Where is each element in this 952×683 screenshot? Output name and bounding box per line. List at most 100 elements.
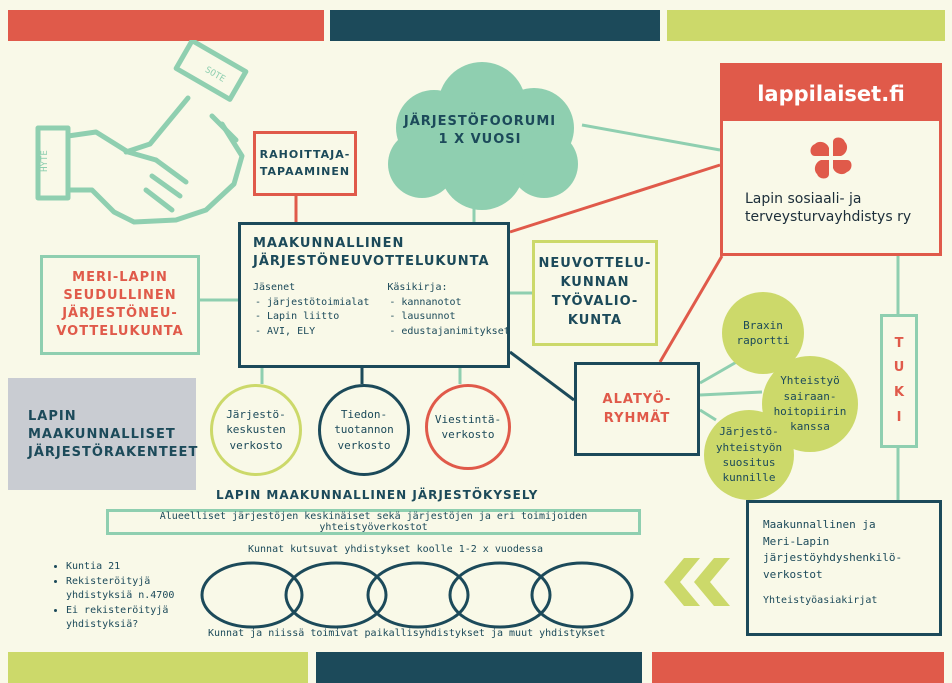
cloud-shape: JÄRJESTÖFOORUMI 1 X VUOSI bbox=[374, 56, 586, 212]
chain-ellipse bbox=[284, 561, 388, 629]
circle-keskusten-verkosto: Järjestö- keskusten verkosto bbox=[210, 384, 302, 476]
handbook-item: edustajanimitykset bbox=[389, 325, 509, 340]
tyovaliokunta-line: KUNTA bbox=[567, 312, 623, 328]
handbook-item: lausunnot bbox=[389, 310, 509, 325]
top-band-lime bbox=[667, 10, 945, 41]
members-column: Jäsenet järjestötoimialat Lapin liitto A… bbox=[253, 281, 369, 339]
tyovaliokunta-line: TYÖVALIO- bbox=[551, 294, 639, 309]
cloud-icon bbox=[388, 62, 578, 210]
chain-ellipse bbox=[366, 561, 470, 629]
handbook-item: kannanotot bbox=[389, 296, 509, 311]
main-title: MAAKUNNALLINEN JÄRJESTÖNEUVOTTELUKUNTA bbox=[253, 235, 495, 271]
circle-line: Järjestö- bbox=[719, 425, 779, 439]
handbook-list: kannanotot lausunnot edustajanimitykset bbox=[387, 296, 509, 340]
four-hearts-icon bbox=[810, 137, 852, 179]
handbook-heading: Käsikirja: bbox=[387, 282, 448, 294]
rahoittaja-box: RAHOITTAJA- TAPAAMINEN bbox=[253, 131, 357, 196]
handshake-icon bbox=[35, 38, 249, 225]
handshake-illustration: SOTE HYTE bbox=[30, 38, 260, 240]
meri-lappi-box: MERI-LAPIN SEUDULLINEN JÄRJESTÖNEU- VOTT… bbox=[40, 255, 200, 355]
circle-line: verkosto bbox=[229, 438, 283, 452]
cloud-line2: 1 X VUOSI bbox=[438, 132, 522, 147]
chain-ellipse bbox=[200, 561, 304, 629]
members-list: järjestötoimialat Lapin liitto AVI, ELY bbox=[253, 296, 369, 340]
main-title-line1: MAAKUNNALLINEN bbox=[253, 236, 405, 251]
invite-text: Kunnat kutsuvat yhdistykset koolle 1-2 x… bbox=[248, 544, 544, 555]
stat-item: Ei rekisteröityjä yhdistyksiä? bbox=[66, 604, 192, 633]
org-line2: terveysturvayhdistys ry bbox=[745, 209, 912, 226]
ellipse-chain bbox=[200, 561, 634, 629]
bottom-band-lime bbox=[8, 652, 308, 683]
circle-line: verkosto bbox=[337, 438, 391, 452]
circle-line: Yhteistyö bbox=[780, 374, 840, 388]
rakenteet-line: MAAKUNNALLISET bbox=[28, 427, 176, 443]
circle-line: verkosto bbox=[441, 428, 495, 441]
lappilaiset-card: lappilaiset.fi Lapin sosiaali- ja tervey… bbox=[720, 63, 942, 256]
main-title-line2: JÄRJESTÖNEUVOTTELUKUNTA bbox=[253, 254, 490, 270]
circle-line: kanssa bbox=[790, 420, 830, 434]
contact-network-box: Maakunnallinen ja Meri-Lapin järjestöyhd… bbox=[746, 500, 942, 636]
org-line1: Lapin sosiaali- ja bbox=[745, 191, 862, 207]
regional-networks-box: Alueelliset järjestöjen keskinäiset sekä… bbox=[106, 509, 641, 535]
main-columns: Jäsenet järjestötoimialat Lapin liitto A… bbox=[253, 281, 510, 339]
alatyo-line2: RYHMÄT bbox=[603, 411, 671, 426]
member-item: järjestötoimialat bbox=[255, 296, 369, 311]
rakenteet-line: LAPIN bbox=[28, 409, 77, 424]
top-band-navy bbox=[330, 10, 660, 41]
tyovaliokunta-line: NEUVOTTELU- bbox=[538, 256, 652, 272]
rahoittaja-line2: TAPAAMINEN bbox=[259, 164, 351, 178]
circle-line: Järjestö- bbox=[226, 407, 286, 421]
network-sub: Yhteistyöasiakirjat bbox=[763, 595, 878, 606]
circle-line: Tiedon- bbox=[340, 407, 388, 421]
circle-line: raportti bbox=[736, 334, 790, 347]
local-associations-text: Kunnat ja niissä toimivat paikallisyhdis… bbox=[208, 628, 606, 639]
circle-line: yhteistyön bbox=[715, 440, 783, 454]
tag-hyte: HYTE bbox=[39, 150, 50, 172]
tyovaliokunta-box: NEUVOTTELU- KUNNAN TYÖVALIO- KUNTA bbox=[532, 240, 658, 346]
network-line: järjestöyhdyshenkilö- bbox=[763, 551, 903, 564]
member-item: AVI, ELY bbox=[255, 325, 369, 340]
lappilaiset-org-name: Lapin sosiaali- ja terveysturvayhdistys … bbox=[745, 190, 935, 226]
circle-tiedon-verkosto: Tiedon- tuotannon verkosto bbox=[318, 384, 410, 476]
network-line: Meri-Lapin bbox=[763, 534, 830, 548]
tuki-letter: U bbox=[893, 360, 905, 376]
stats-items: Kuntia 21 Rekisteröityjä yhdistyksiä n.4… bbox=[52, 560, 192, 633]
tuki-box: T U K I bbox=[880, 314, 918, 448]
meri-lappi-line: VOTTELUKUNTA bbox=[56, 324, 184, 340]
lappilaiset-header: lappilaiset.fi bbox=[723, 66, 939, 121]
tuki-letter: T bbox=[894, 335, 904, 351]
network-line: Maakunnallinen ja bbox=[763, 518, 876, 531]
members-heading: Jäsenet bbox=[253, 282, 296, 294]
tuki-letter: I bbox=[896, 409, 902, 425]
stat-item: Kuntia 21 bbox=[66, 560, 192, 575]
rahoittaja-line1: RAHOITTAJA- bbox=[259, 148, 351, 161]
alatyo-line1: ALATYÖ- bbox=[602, 391, 672, 407]
chain-ellipse bbox=[448, 561, 552, 629]
cloud-label: JÄRJESTÖFOORUMI 1 X VUOSI bbox=[374, 106, 586, 156]
cloud-line1: JÄRJESTÖFOORUMI bbox=[403, 113, 557, 129]
stat-item: Rekisteröityjä yhdistyksiä n.4700 bbox=[66, 575, 192, 604]
tuki-letter: K bbox=[893, 385, 905, 400]
network-line: verkostot bbox=[763, 567, 823, 581]
circle-line: Viestintä- bbox=[434, 412, 502, 426]
chain-ellipse bbox=[530, 561, 634, 629]
bottom-band-navy bbox=[316, 652, 642, 683]
stats-list: Kuntia 21 Rekisteröityjä yhdistyksiä n.4… bbox=[52, 560, 192, 633]
tyovaliokunta-line: KUNNAN bbox=[560, 275, 630, 291]
handbook-column: Käsikirja: kannanotot lausunnot edustaja… bbox=[387, 281, 509, 339]
circle-line: suositus bbox=[722, 456, 776, 469]
main-council-box: MAAKUNNALLINEN JÄRJESTÖNEUVOTTELUKUNTA J… bbox=[238, 222, 510, 368]
bottom-band-red bbox=[652, 652, 944, 683]
circle-line: tuotannon bbox=[334, 423, 394, 437]
circle-line: kunnille bbox=[722, 471, 776, 485]
circle-viestinta-verkosto: Viestintä- verkosto bbox=[425, 384, 511, 470]
top-band-red bbox=[8, 10, 324, 41]
meri-lappi-line: MERI-LAPIN bbox=[72, 269, 168, 285]
survey-title: LAPIN MAAKUNNALLINEN JÄRJESTÖKYSELY bbox=[216, 488, 539, 502]
rakenteet-line: JÄRJESTÖRAKENTEET bbox=[28, 445, 199, 461]
meri-lappi-line: SEUDULLINEN bbox=[63, 287, 177, 303]
member-item: Lapin liitto bbox=[255, 310, 369, 325]
meri-lappi-line: JÄRJESTÖNEU- bbox=[62, 306, 178, 321]
circle-line: keskusten bbox=[226, 423, 286, 437]
